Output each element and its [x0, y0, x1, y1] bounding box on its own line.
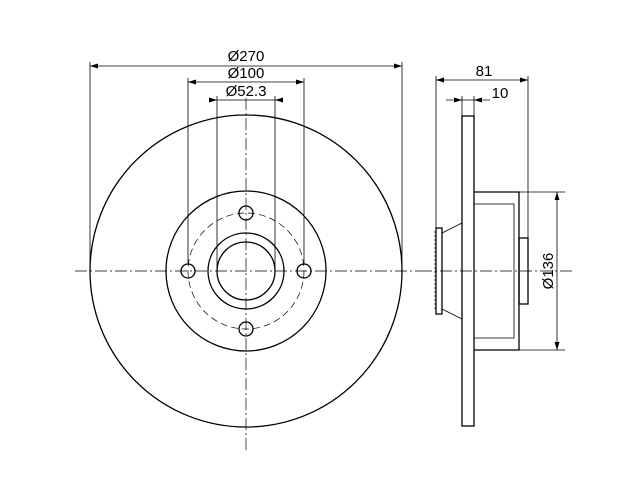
arrowhead-right — [520, 77, 528, 83]
arrowhead-left — [436, 77, 444, 83]
dimension-total-height: 81 — [435, 63, 529, 238]
bolt-hole-top — [238, 205, 254, 221]
hub-face-circle — [165, 190, 327, 352]
hub-inner-wall — [474, 203, 515, 339]
dimension-hub-diameter: Ø136 — [519, 191, 565, 351]
abs-ring-teeth — [434, 231, 436, 309]
arrowhead-bottom — [554, 342, 560, 350]
disc-cross-section — [461, 115, 475, 427]
dimension-disc-thickness: 10 — [446, 85, 508, 116]
arrowhead-right — [296, 79, 304, 85]
bolt-hole-bottom — [238, 321, 254, 337]
dimension-outer-diameter: Ø270 — [89, 48, 403, 271]
center-bore-label: Ø52.3 — [226, 83, 267, 100]
front-view — [75, 98, 420, 450]
arrowhead-right — [394, 63, 402, 69]
dimension-center-bore: Ø52.3 — [209, 83, 283, 271]
side-view — [420, 115, 575, 427]
arrowhead-left — [188, 79, 196, 85]
arrowhead-right — [474, 97, 482, 103]
hub-cap — [518, 237, 529, 305]
arrowhead-right — [275, 97, 283, 103]
arrowhead-top — [554, 192, 560, 200]
disc-thickness-label: 10 — [492, 85, 509, 102]
arrowhead-left — [90, 63, 98, 69]
dimension-bolt-circle: Ø100 — [187, 65, 305, 264]
bolt-circle — [187, 212, 305, 330]
outer-diameter-label: Ø270 — [228, 48, 265, 65]
hub-collar-circle — [207, 232, 285, 310]
hub-diameter-label: Ø136 — [540, 253, 557, 290]
arrowhead-left — [209, 97, 217, 103]
bolt-circle-label: Ø100 — [228, 65, 265, 82]
abs-ring — [435, 227, 443, 315]
total-height-label: 81 — [476, 63, 493, 80]
arrowhead-left — [454, 97, 462, 103]
